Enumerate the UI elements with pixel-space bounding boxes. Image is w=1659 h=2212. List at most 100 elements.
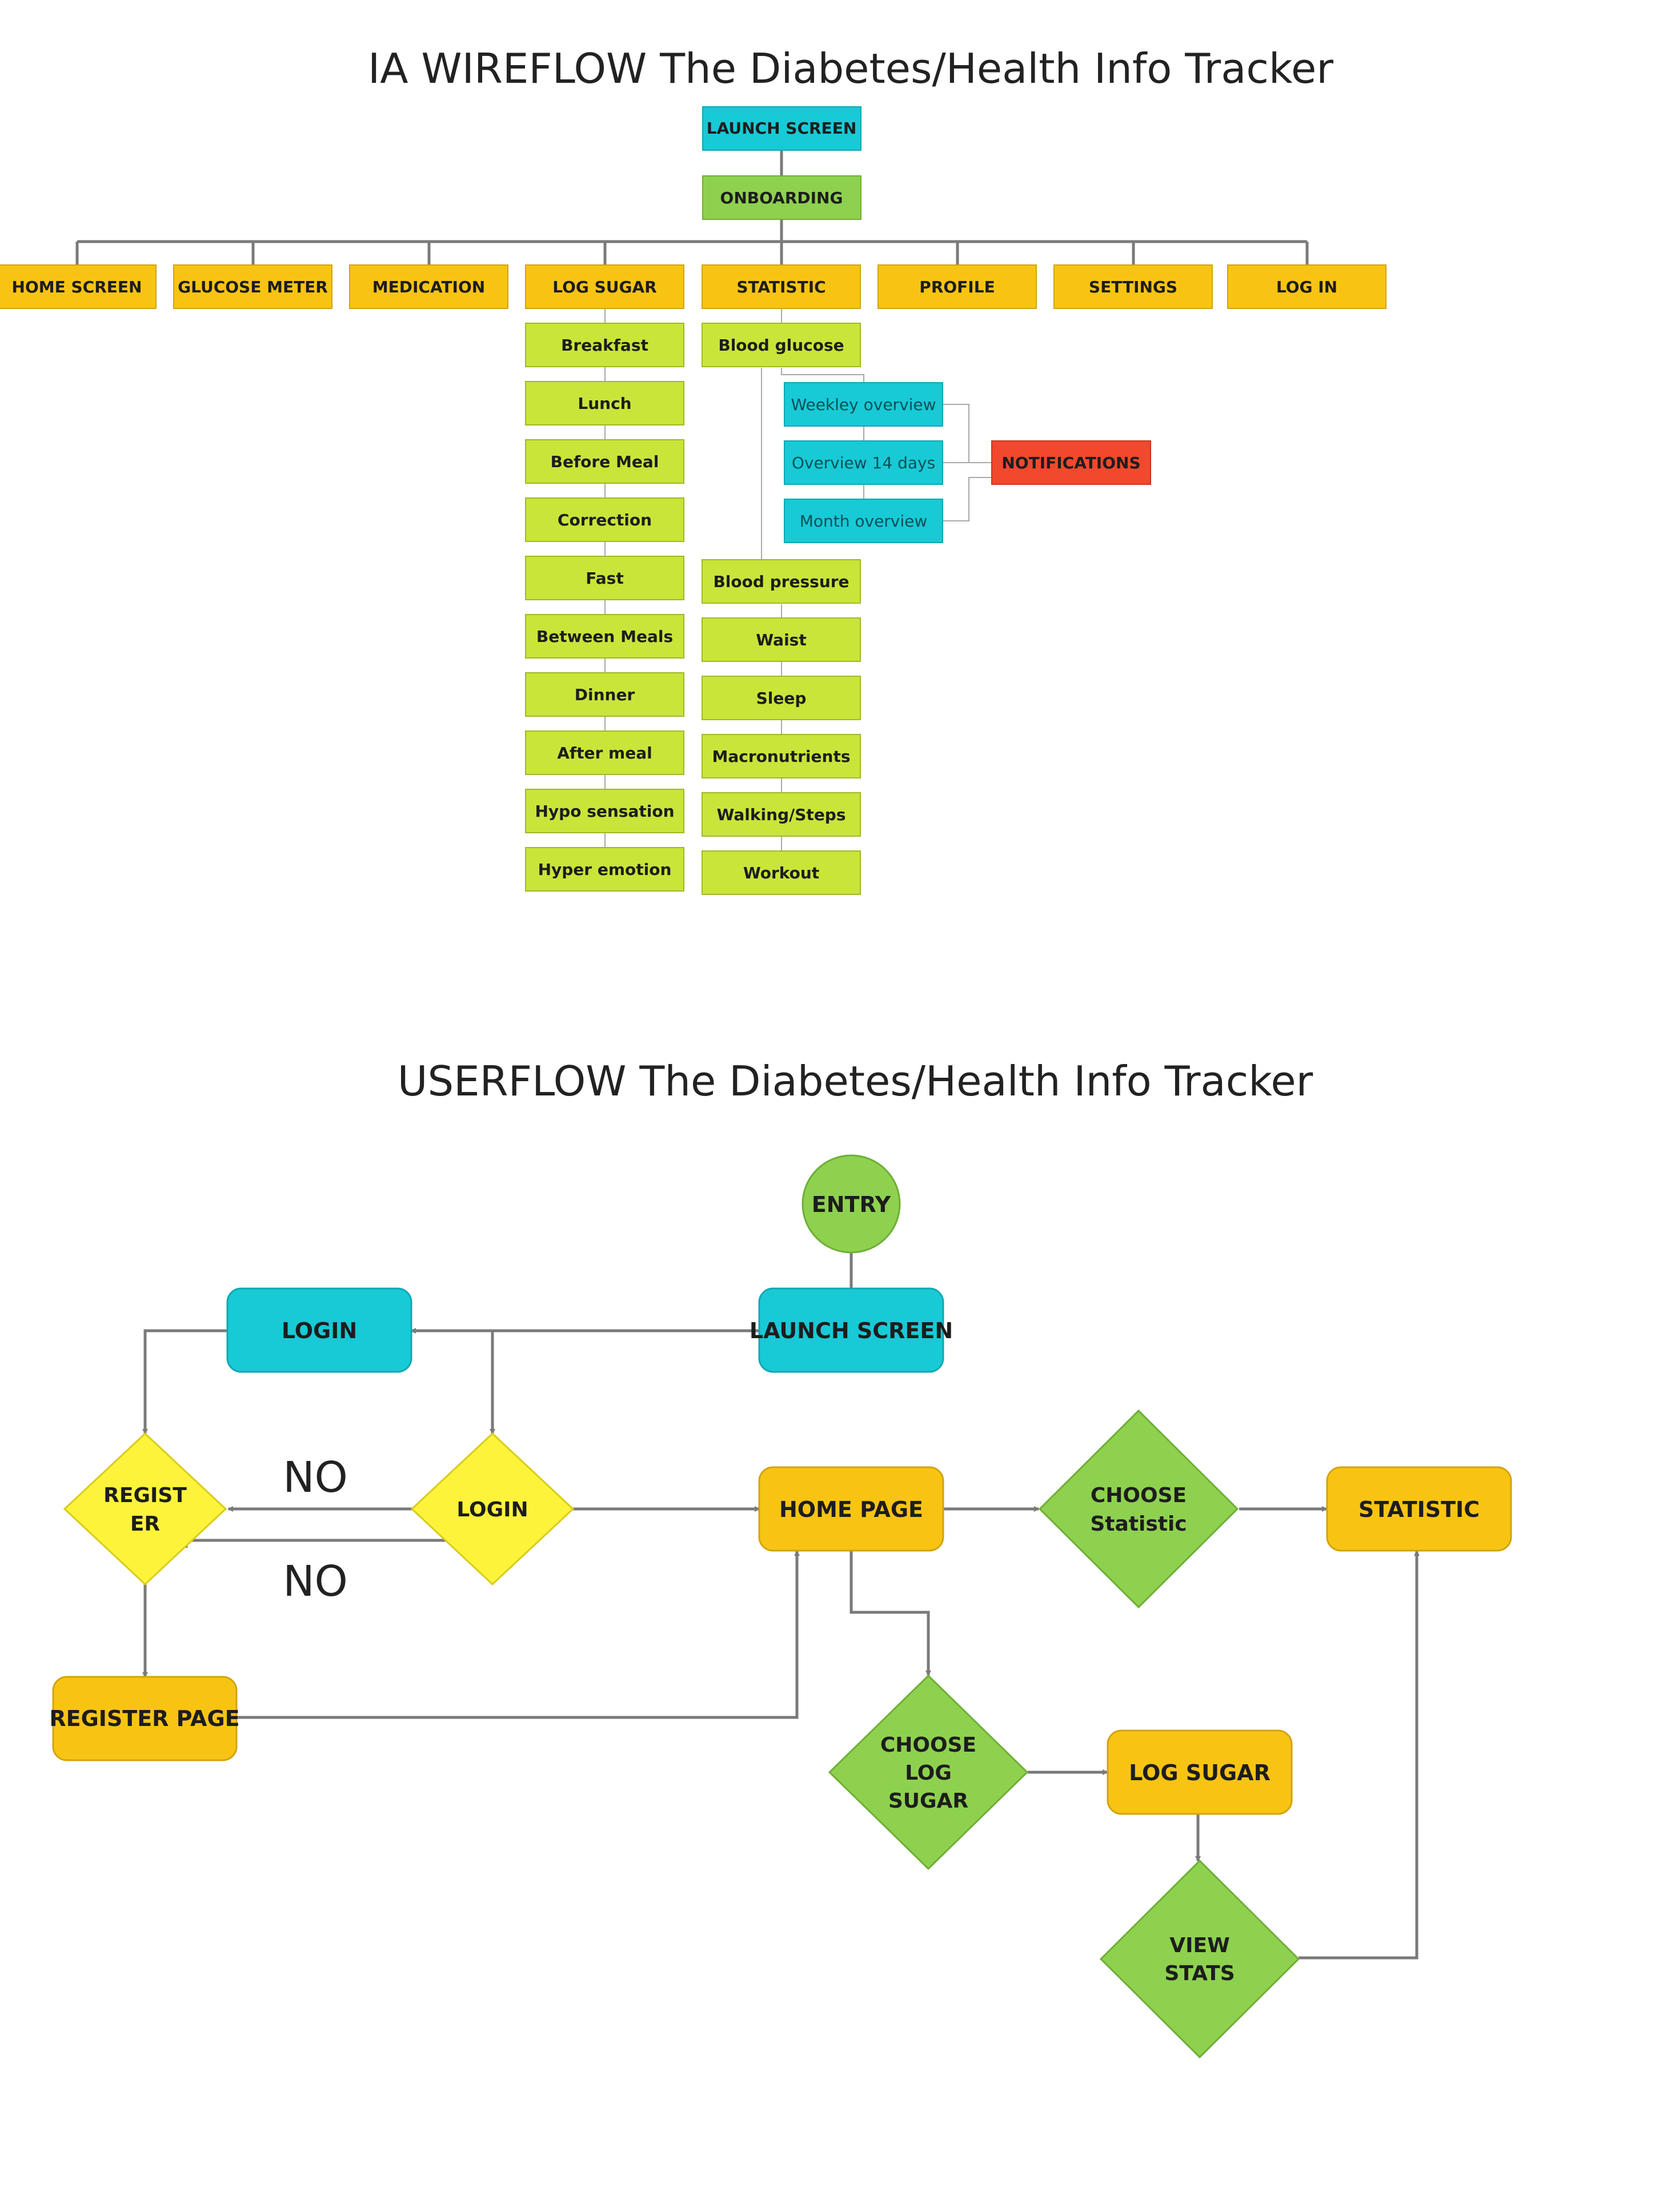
ia-statistic-item-label: Macronutrients <box>712 747 850 766</box>
ia-notifications: NOTIFICATIONS <box>991 440 1151 485</box>
ia-nav-item-rect <box>349 264 508 309</box>
ia-log-sugar-item-rect <box>525 497 684 542</box>
ia-statistic-item-rect <box>702 850 861 895</box>
uf-statistic-label: STATISTIC <box>1359 1497 1480 1522</box>
uf-statistic: STATISTIC <box>1326 1466 1512 1552</box>
ia-log-sugar-item-rect <box>525 439 684 484</box>
ia-nav-item: MEDICATION <box>349 264 508 309</box>
ia-statistic-item-label: Sleep <box>756 689 807 708</box>
uf-home-page-label: HOME PAGE <box>779 1497 923 1522</box>
entry-label: ENTRY <box>812 1192 891 1217</box>
ia-statistic-item-rect <box>702 323 861 367</box>
ia-nav-item-label: STATISTIC <box>736 278 826 296</box>
ia-log-sugar-item: Hypo sensation <box>525 789 684 833</box>
ia-nav-item-label: SETTINGS <box>1089 278 1177 296</box>
ia-statistic-item-rect <box>702 734 861 778</box>
uf-no-bottom: NO <box>283 1557 348 1606</box>
ia-nav-item: LOG SUGAR <box>525 264 684 309</box>
ia-overview-item-rect <box>784 382 943 427</box>
ia-statistic-item-label: Workout <box>743 864 819 882</box>
ia-log-sugar-item-label: Lunch <box>578 394 631 413</box>
ia-statistic-item: Sleep <box>702 676 861 720</box>
ia-nav-item-rect <box>0 264 157 309</box>
ia-statistic-item-label: Walking/Steps <box>716 805 845 824</box>
ia-log-sugar-item: Before Meal <box>525 439 684 484</box>
ia-overview-item-label: Month overview <box>800 512 928 531</box>
ia-overview-item: Month overview <box>784 499 943 543</box>
ia-overview-item: Weekley overview <box>784 382 943 427</box>
userflow-title: USERFLOW The Diabetes/Health Info Tracke… <box>398 1057 1313 1105</box>
uf-view-stats-line1: VIEW <box>1169 1934 1230 1957</box>
ia-log-sugar-item-label: Fast <box>586 569 623 588</box>
uf-choose-log-line1: CHOOSE <box>880 1733 976 1757</box>
ia-log-sugar-item-rect <box>525 323 684 367</box>
uf-choose-statistic: CHOOSE Statistic <box>1038 1409 1239 1609</box>
ia-title: IA WIREFLOW The Diabetes/Health Info Tra… <box>368 45 1333 93</box>
ia-log-sugar-item-label: After meal <box>557 744 652 762</box>
ia-log-sugar-item: Dinner <box>525 672 684 717</box>
ia-nav-item: STATISTIC <box>702 264 861 309</box>
uf-no-top: NO <box>283 1453 348 1502</box>
userflow-connectors <box>142 1252 1420 1960</box>
uf-register-decision: REGIST ER <box>63 1432 227 1586</box>
ia-nav-item: LOG IN <box>1227 264 1386 309</box>
ia-log-sugar-item-rect <box>525 730 684 775</box>
ia-statistic-item: Walking/Steps <box>702 792 861 837</box>
uf-choose-log-line3: SUGAR <box>888 1789 968 1813</box>
ia-statistic-item-rect <box>702 617 861 662</box>
ia-log-sugar-item-label: Dinner <box>575 685 635 704</box>
ia-log-sugar-item-rect <box>525 614 684 659</box>
ia-overview-item: Overview 14 days <box>784 440 943 485</box>
ia-statistic-item: Waist <box>702 617 861 662</box>
ia-nav-item: GLUCOSE METER <box>173 264 332 309</box>
ia-log-sugar-item-label: Breakfast <box>561 336 648 355</box>
ia-nav-item-rect <box>173 264 332 309</box>
ia-overview-item-label: Weekley overview <box>791 395 936 414</box>
ia-statistic-item: Macronutrients <box>702 734 861 778</box>
ia-launch-screen: LAUNCH SCREEN <box>702 106 861 151</box>
ia-log-sugar-item-label: Correction <box>558 511 652 529</box>
ia-log-sugar-item: Between Meals <box>525 614 684 659</box>
uf-login-box: LOGIN <box>226 1287 412 1373</box>
ia-nav-item-rect <box>877 264 1037 309</box>
ia-log-sugar-item-rect <box>525 672 684 717</box>
ia-log-sugar-item: Breakfast <box>525 323 684 367</box>
ia-nav-item-rect <box>1053 264 1213 309</box>
ia-launch-label: LAUNCH SCREEN <box>707 119 857 138</box>
ia-nav-item-label: LOG SUGAR <box>552 278 657 296</box>
uf-choose-log-sugar: CHOOSE LOG SUGAR <box>828 1674 1029 1870</box>
ia-statistic-item-label: Blood glucose <box>718 336 844 355</box>
uf-log-sugar-label: LOG SUGAR <box>1129 1760 1271 1785</box>
ia-nav-item-label: HOME SCREEN <box>12 278 142 296</box>
ia-statistic-item-rect <box>702 676 861 720</box>
ia-overview-item-rect <box>784 440 943 485</box>
uf-log-sugar: LOG SUGAR <box>1107 1729 1293 1815</box>
ia-log-sugar-item: Lunch <box>525 381 684 425</box>
ia-nav-item-label: PROFILE <box>919 278 995 296</box>
entry-node: ENTRY <box>802 1154 901 1254</box>
ia-overview-item-rect <box>784 499 943 543</box>
uf-register-line1: REGIST <box>103 1484 187 1507</box>
uf-register-page-label: REGISTER PAGE <box>49 1706 239 1731</box>
uf-login-decision: LOGIN <box>410 1432 575 1586</box>
ia-notifications-label: NOTIFICATIONS <box>1001 453 1140 472</box>
ia-log-sugar-item: Fast <box>525 556 684 600</box>
uf-launch-label: LAUNCH SCREEN <box>750 1318 953 1343</box>
ia-nav-item: HOME SCREEN <box>0 264 157 309</box>
ia-log-sugar-item-label: Hypo sensation <box>535 802 674 821</box>
ia-connectors <box>75 146 1309 851</box>
uf-login-decision-label: LOGIN <box>456 1498 528 1521</box>
ia-overview-item-label: Overview 14 days <box>792 453 935 472</box>
uf-choose-statistic-line2: Statistic <box>1090 1512 1187 1536</box>
uf-view-stats-line2: STATS <box>1164 1962 1235 1985</box>
ia-statistic-item-label: Waist <box>756 631 806 649</box>
ia-log-sugar-item-rect <box>525 381 684 425</box>
ia-nav-item-rect <box>702 264 861 309</box>
uf-launch-screen: LAUNCH SCREEN <box>750 1287 953 1373</box>
uf-choose-log-line2: LOG <box>905 1761 952 1785</box>
uf-choose-statistic-line1: CHOOSE <box>1091 1484 1187 1507</box>
ia-onboarding: ONBOARDING <box>702 175 861 220</box>
